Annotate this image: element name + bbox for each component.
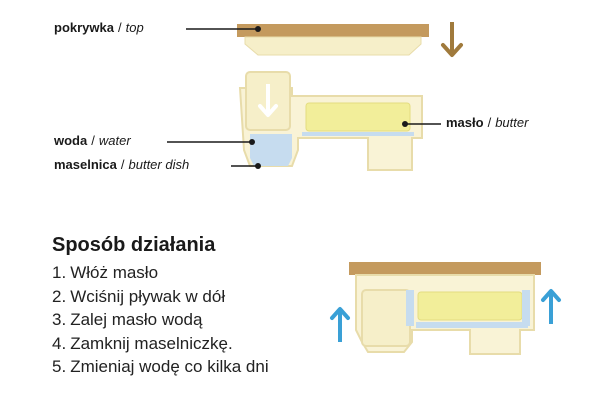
label-water: woda / water [54, 133, 131, 148]
arrow-down-icon [441, 22, 463, 57]
arrow-up-icon [330, 307, 350, 342]
step-number: 1. [52, 263, 67, 282]
label-top-en: top [125, 20, 144, 35]
instructions-title: Sposób działania [52, 234, 216, 256]
step-item: 3.Zalej masło wodą [52, 308, 269, 332]
closed-dish [349, 262, 541, 355]
step-text: Włóż masło [70, 263, 159, 282]
lid [237, 24, 429, 56]
label-dish-en: butter dish [128, 157, 190, 172]
step-text: Zmieniaj wodę co kilka dni [70, 357, 269, 376]
step-item: 2.Wciśnij pływak w dół [52, 285, 269, 309]
label-butter-pl: masło [446, 115, 484, 130]
leader-dots [249, 26, 408, 169]
arrow-up-icon [541, 289, 561, 324]
step-item: 1.Włóż masło [52, 261, 269, 285]
label-butter: masło / butter [446, 115, 528, 130]
label-water-pl: woda [54, 133, 88, 148]
water-left [250, 134, 292, 166]
label-dish-sep: / [120, 157, 125, 172]
butter [305, 102, 411, 132]
label-top-pl: pokrywka [54, 20, 114, 35]
label-top-sep: / [117, 20, 122, 35]
label-water-en: water [98, 133, 131, 148]
step-number: 3. [52, 310, 67, 329]
label-butter-sep: / [487, 115, 492, 130]
label-dish: maselnica / butter dish [54, 157, 189, 172]
step-text: Zamknij maselniczkę. [70, 333, 233, 353]
leader-lines [167, 28, 441, 167]
label-butter-en: butter [495, 115, 529, 130]
step-item: 4.Zamknij maselniczkę. [52, 332, 269, 356]
step-number: 2. [52, 286, 67, 306]
step-text: Wciśnij pływak w dół [70, 286, 226, 306]
water-under-butter [302, 132, 414, 136]
step-number: 4. [52, 333, 67, 353]
step-item: 5.Zmieniaj wodę co kilka dni [52, 355, 269, 379]
instructions: Sposób działania 1.Włóż masło 2.Wciśnij … [52, 234, 269, 379]
label-dish-pl: maselnica [54, 157, 117, 172]
step-text: Zalej masło wodą [70, 310, 203, 329]
label-top: pokrywka / top [54, 20, 144, 35]
arrow-down-icon [258, 84, 278, 117]
step-number: 5. [52, 357, 67, 376]
instructions-steps: 1.Włóż masło 2.Wciśnij pływak w dół 3.Za… [52, 261, 269, 379]
label-water-sep: / [91, 133, 95, 148]
